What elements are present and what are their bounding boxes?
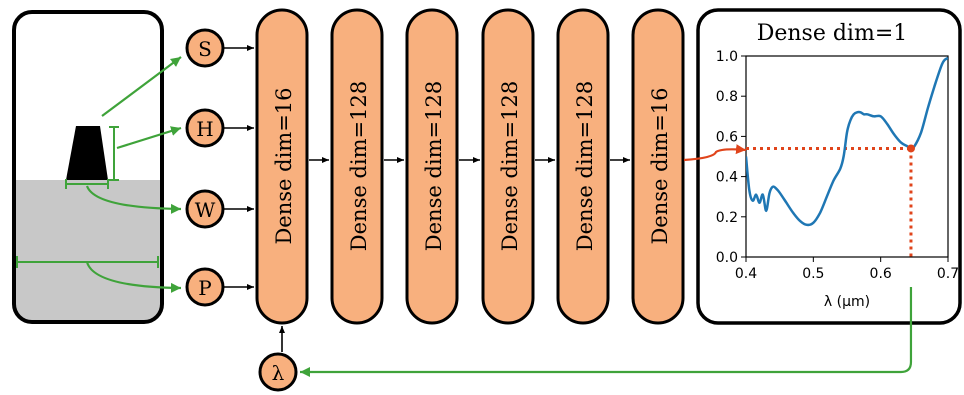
structure-panel (12, 10, 164, 324)
x-tick-label: 0.7 (937, 266, 959, 282)
x-axis: 0.4 0.5 0.6 0.7 (735, 257, 959, 282)
wavelength-label: λ (272, 361, 285, 385)
y-tick-label: 0.8 (716, 89, 738, 105)
dense-layer-3: Dense dim=128 (405, 8, 459, 325)
pillar-shape (66, 126, 108, 180)
parameter-arrows (85, 56, 182, 293)
x-tick-label: 0.6 (870, 266, 892, 282)
y-tick-label: 0.2 (716, 210, 738, 226)
y-tick-label: 0.4 (716, 170, 738, 186)
dense-layer-5-label: Dense dim=128 (573, 81, 597, 251)
dense-layers: Dense dim=16 Dense dim=128 Dense dim=128… (255, 8, 685, 325)
input-w-node: W (185, 189, 225, 229)
side-angle-arrow (101, 56, 182, 117)
dense-layer-1-label: Dense dim=16 (272, 87, 296, 244)
input-p-node: P (185, 267, 225, 307)
spectrum-chart: 0.0 0.2 0.4 0.6 0.8 1.0 0.4 0.5 0.6 0.7 λ (μm) (716, 49, 959, 310)
output-arrow (683, 144, 747, 162)
x-axis-label: λ (μm) (824, 294, 870, 310)
wavelength-node: λ (258, 352, 298, 392)
input-w-label: W (195, 198, 216, 222)
width-arrow (85, 185, 182, 214)
dense-layer-3-label: Dense dim=128 (422, 81, 446, 251)
wavelength-feedback-arrow (300, 287, 913, 377)
input-connections (224, 45, 285, 352)
input-nodes: S H W P λ (185, 28, 298, 392)
output-panel-border (696, 8, 962, 325)
input-s-node: S (185, 28, 225, 68)
input-s-label: S (198, 37, 212, 61)
substrate (14, 180, 162, 322)
dense-layer-4: Dense dim=128 (481, 8, 535, 325)
period-arrow (85, 261, 182, 293)
dense-layer-6: Dense dim=16 (631, 8, 685, 325)
y-tick-label: 0.0 (716, 250, 738, 266)
input-p-label: P (198, 276, 211, 300)
dense-layer-2: Dense dim=128 (330, 8, 384, 325)
panel-border (12, 10, 164, 324)
dense-layer-2-label: Dense dim=128 (347, 81, 371, 251)
input-h-label: H (196, 117, 213, 141)
y-axis: 0.0 0.2 0.4 0.6 0.8 1.0 (716, 49, 746, 266)
y-tick-label: 0.6 (716, 129, 738, 145)
height-arrow (116, 126, 182, 150)
dense-layer-4-label: Dense dim=128 (498, 81, 522, 251)
x-tick-label: 0.5 (802, 266, 824, 282)
dense-layer-5: Dense dim=128 (556, 8, 610, 325)
output-title: Dense dim=1 (757, 21, 908, 46)
readout-marker (906, 144, 915, 153)
y-tick-label: 1.0 (716, 49, 738, 65)
dense-layer-6-label: Dense dim=16 (648, 87, 672, 244)
output-panel: Dense dim=1 0.0 0.2 0.4 0.6 0.8 1.0 0.4 0.5 0.6… (696, 8, 962, 325)
x-tick-label: 0.4 (735, 266, 757, 282)
dense-layer-1: Dense dim=16 (255, 8, 309, 325)
input-h-node: H (185, 108, 225, 148)
